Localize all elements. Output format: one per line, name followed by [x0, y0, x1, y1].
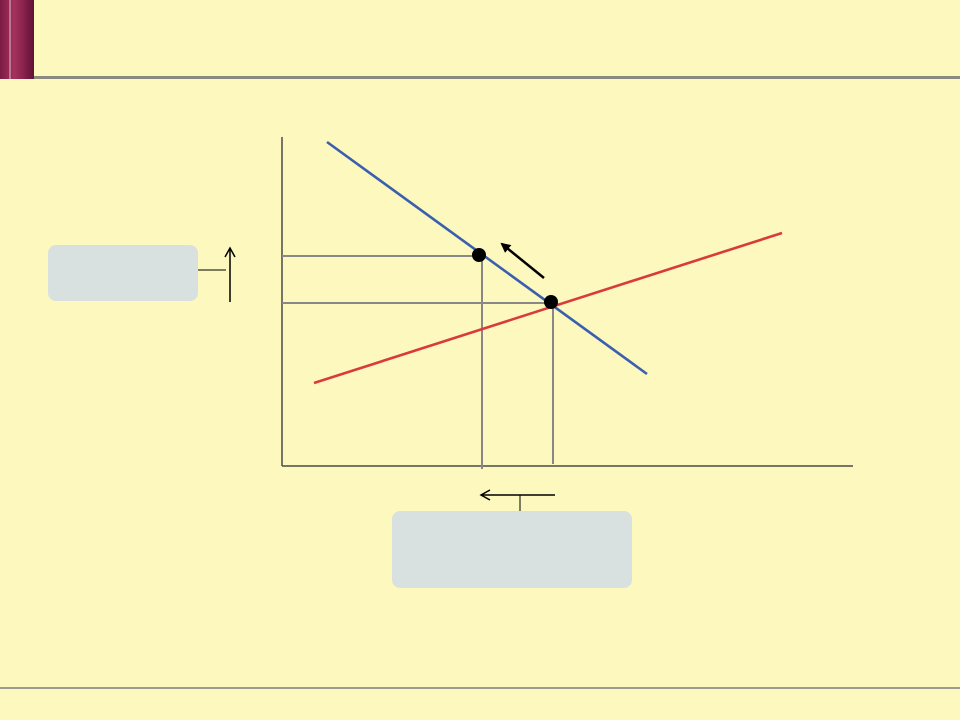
footer-divider [0, 687, 960, 689]
initial-equilibrium-point [544, 295, 558, 309]
header-divider [34, 76, 960, 79]
bottom-callout-box [392, 511, 632, 588]
new-equilibrium-point [472, 248, 486, 262]
header-accent-tab [0, 0, 34, 79]
movement-arrow [500, 242, 545, 279]
left-callout-box [48, 245, 198, 301]
downward-sloping-line [326, 140, 648, 376]
